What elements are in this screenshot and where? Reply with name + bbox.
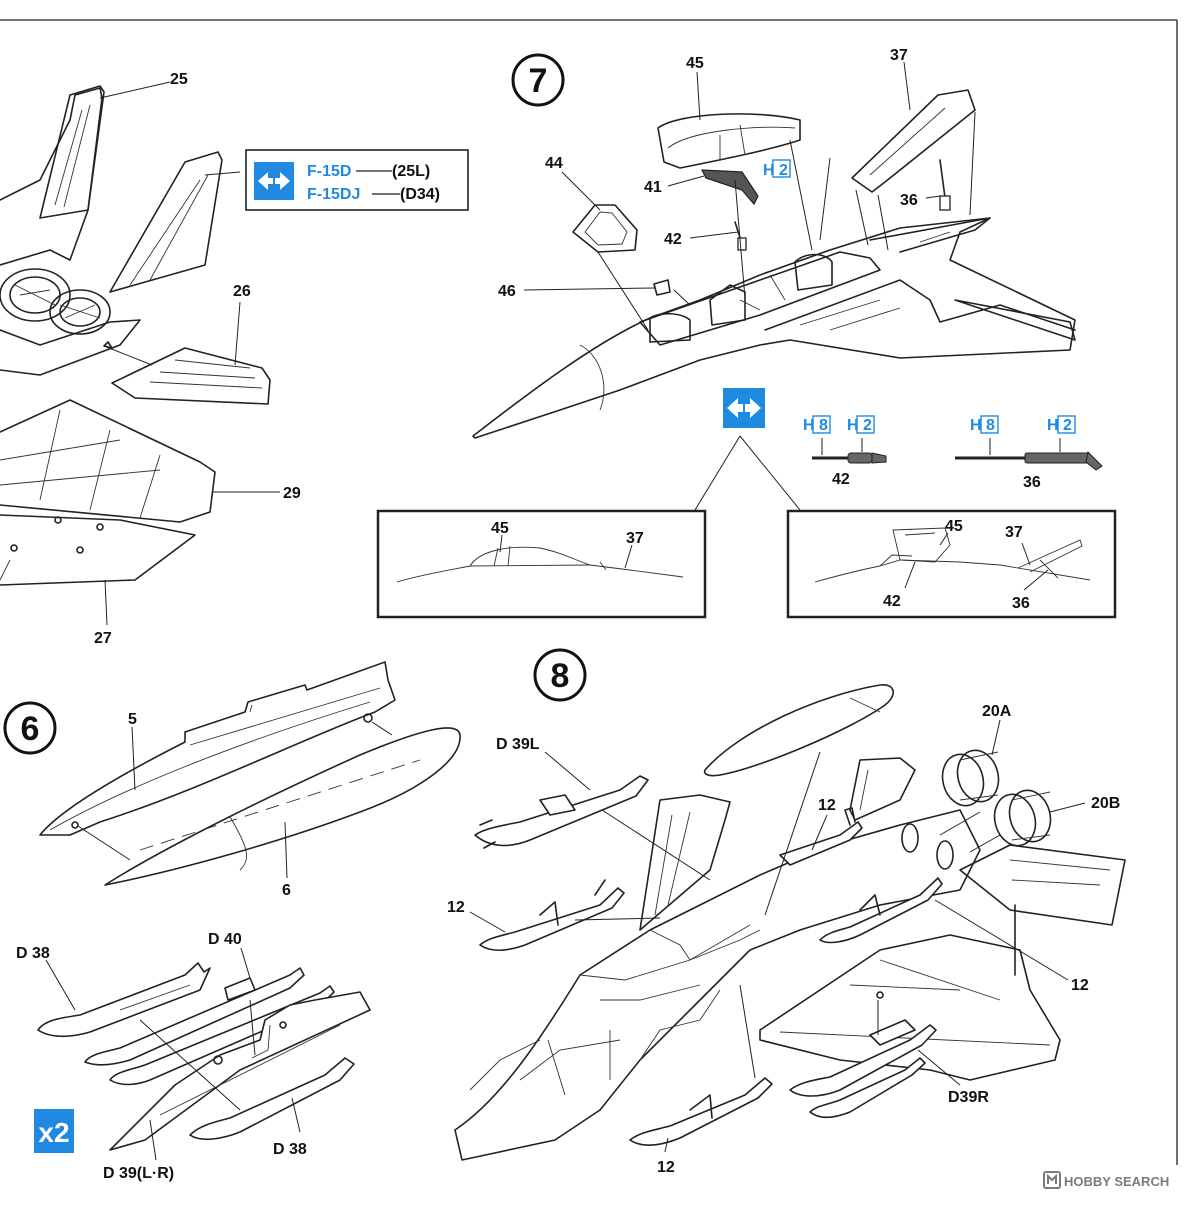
paint-code-h2-rod36: H 2 bbox=[1047, 417, 1072, 434]
alternate-option-arrows-icon bbox=[694, 388, 801, 511]
paint-code-h8-rod36: H 8 bbox=[970, 417, 995, 434]
tail-assembly-drawing bbox=[0, 81, 280, 626]
detail-right-label-36: 36 bbox=[1012, 595, 1030, 612]
quantity-badge bbox=[34, 1109, 74, 1153]
variant-row2-part: (D34) bbox=[400, 186, 440, 203]
part-label-26: 26 bbox=[233, 283, 251, 300]
part-label-d40: D 40 bbox=[208, 931, 242, 948]
part-label-25: 25 bbox=[170, 71, 188, 88]
step-7-number: 7 bbox=[529, 62, 548, 100]
part-label-d39r: D39R bbox=[948, 1089, 989, 1106]
part-label-45: 45 bbox=[686, 55, 704, 72]
part-label-27: 27 bbox=[94, 630, 112, 647]
detail-left-label-45: 45 bbox=[491, 520, 509, 537]
detail-right-label-37: 37 bbox=[1005, 524, 1023, 541]
part-label-42: 42 bbox=[664, 231, 682, 248]
missile-rack-drawing bbox=[37, 947, 371, 1161]
variant-row1-model: F-15D bbox=[307, 163, 351, 180]
detail-left-label-37: 37 bbox=[626, 530, 644, 547]
watermark-text: HOBBY SEARCH bbox=[1064, 1174, 1169, 1189]
step-7-badge bbox=[511, 53, 565, 107]
fuel-tank-drawing bbox=[39, 661, 461, 886]
step-6-number: 6 bbox=[21, 710, 40, 748]
variant-row2-model: F-15DJ bbox=[307, 186, 360, 203]
part-label-46: 46 bbox=[498, 283, 516, 300]
hobbysearch-logo-icon bbox=[1043, 1171, 1061, 1189]
part-label-12-right: 12 bbox=[1071, 977, 1089, 994]
quantity-badge-text: x2 bbox=[38, 1117, 69, 1148]
part-label-41: 41 bbox=[644, 179, 662, 196]
detail-right-label-42: 42 bbox=[883, 593, 901, 610]
variant-row1-part: (25L) bbox=[392, 163, 430, 180]
part-label-29: 29 bbox=[283, 485, 301, 502]
part-label-d38-bottom: D 38 bbox=[273, 1141, 307, 1158]
cockpit-drawing bbox=[472, 61, 1076, 439]
part-label-37: 37 bbox=[890, 47, 908, 64]
canopy-closed-detail-box bbox=[376, 509, 707, 619]
part-label-12-top: 12 bbox=[818, 797, 836, 814]
detail-right-label-45: 45 bbox=[945, 518, 963, 535]
rod-42-illustration bbox=[812, 438, 887, 464]
paint-code-h2-frame: H 2 bbox=[763, 162, 788, 179]
part-label-d39l: D 39L bbox=[496, 736, 540, 753]
part-label-20a: 20A bbox=[982, 703, 1012, 720]
rod-label-42: 42 bbox=[832, 471, 850, 488]
paint-code-h2-rod42: H 2 bbox=[847, 417, 872, 434]
part-label-6: 6 bbox=[282, 882, 291, 899]
rod-36-illustration bbox=[955, 438, 1103, 471]
step-8-number: 8 bbox=[551, 657, 570, 695]
alternate-option-arrows-icon bbox=[258, 172, 290, 190]
part-label-20b: 20B bbox=[1091, 795, 1120, 812]
part-label-5: 5 bbox=[128, 711, 137, 728]
paint-code-h8-rod42: H 8 bbox=[803, 417, 828, 434]
part-label-12-bottom: 12 bbox=[657, 1159, 675, 1176]
part-label-44: 44 bbox=[545, 155, 563, 172]
step-8-badge bbox=[533, 648, 587, 702]
sheet-border bbox=[0, 19, 1178, 1165]
canopy-open-detail-box bbox=[786, 509, 1117, 619]
part-label-12-left: 12 bbox=[447, 899, 465, 916]
part-label-d38-top: D 38 bbox=[16, 945, 50, 962]
part-label-36: 36 bbox=[900, 192, 918, 209]
rod-label-36: 36 bbox=[1023, 474, 1041, 491]
variant-box bbox=[245, 149, 469, 211]
part-label-d39lr: D 39(L·R) bbox=[103, 1165, 174, 1182]
aircraft-drawing bbox=[454, 684, 1126, 1161]
step-6-badge bbox=[3, 701, 57, 755]
